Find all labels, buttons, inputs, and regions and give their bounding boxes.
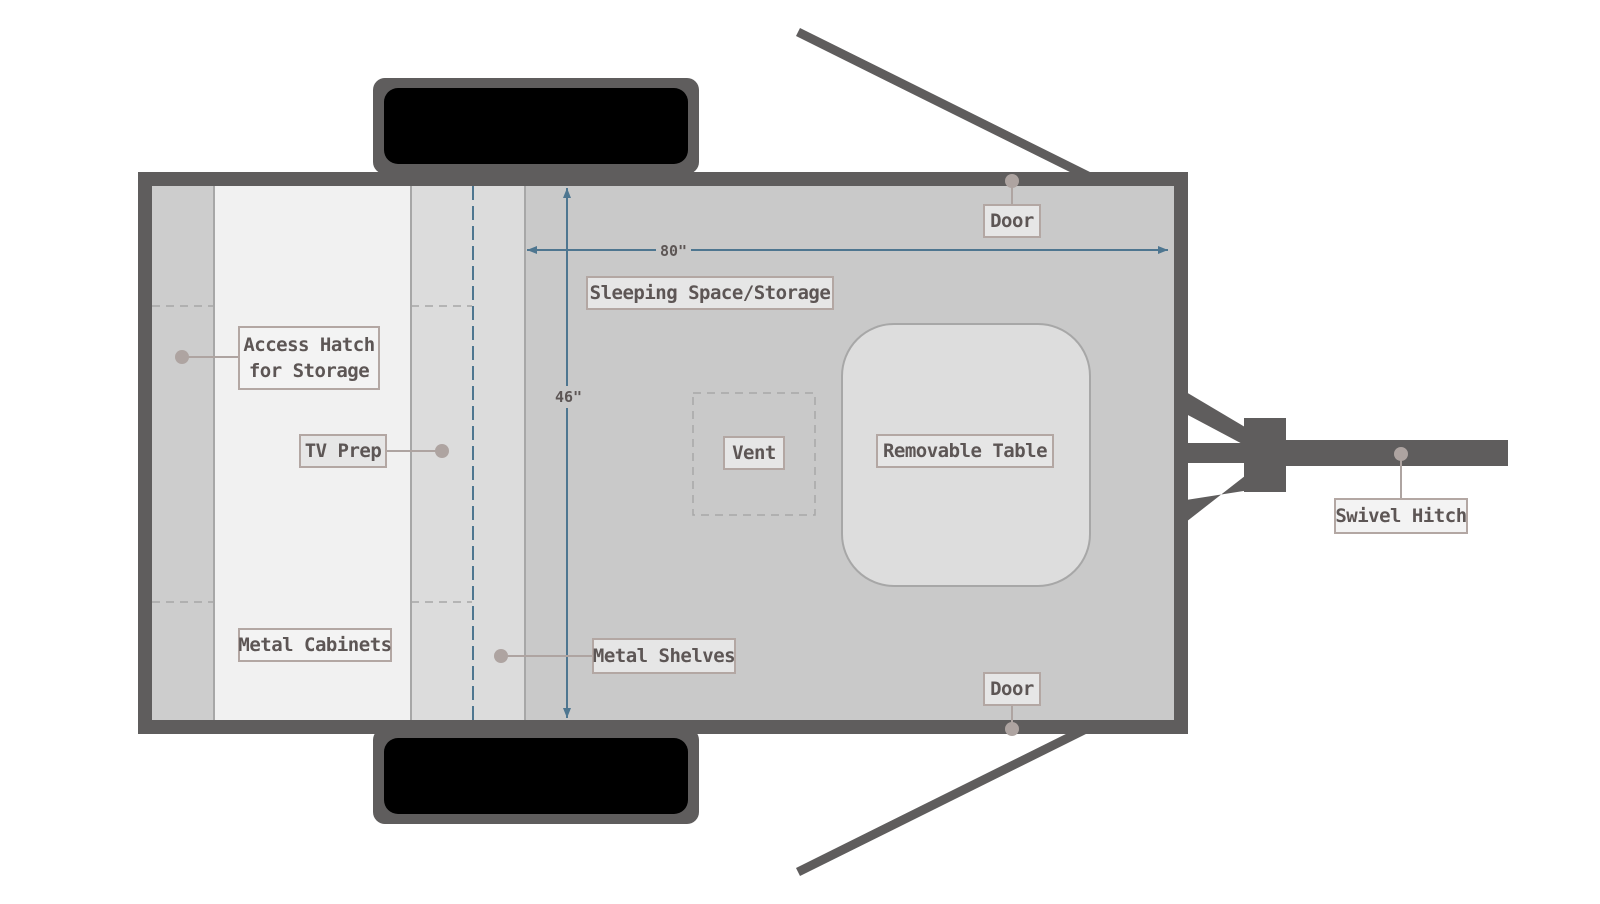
dimension-length-label: 80" [656, 242, 692, 260]
tongue-arm-top [1186, 392, 1250, 448]
tv-prep-label: TV Prep [299, 434, 387, 468]
tire-bottom [384, 738, 688, 814]
door-bottom-swing-line [795, 721, 1095, 877]
metal-shelves-label: Metal Shelves [592, 638, 736, 674]
hitch-bar [1280, 440, 1508, 466]
vent-outline [692, 392, 816, 516]
pin-metal-shelves [494, 649, 508, 663]
swivel-hitch-label: Swivel Hitch [1334, 498, 1468, 534]
access-hatch-label-line2: for Storage [248, 360, 370, 382]
pin-door-bottom [1005, 722, 1019, 736]
access-hatch-label: Access Hatch for Storage [238, 326, 380, 390]
dimension-width-label: 46" [554, 386, 584, 408]
door-bottom-label: Door [983, 672, 1041, 706]
dimension-arrow-46-bottom [563, 708, 571, 718]
pin-tv-prep [435, 444, 449, 458]
tongue-arm-bottom [1186, 472, 1250, 522]
door-top-label: Door [983, 204, 1041, 238]
pin-access-hatch [175, 350, 189, 364]
sleeping-space-label: Sleeping Space/Storage [586, 276, 834, 310]
tire-top [384, 88, 688, 164]
hitch-coupler [1244, 418, 1286, 492]
removable-table-label: Removable Table [876, 434, 1054, 468]
dimension-arrow-46-top [563, 188, 571, 198]
dimension-arrow-80-right [1158, 246, 1168, 254]
dimension-arrow-80-left [527, 246, 537, 254]
access-hatch-label-line1: Access Hatch [243, 334, 375, 356]
tongue-crossbar [1186, 443, 1256, 463]
door-top-swing-line [795, 27, 1095, 183]
rear-strip [152, 186, 214, 720]
metal-cabinets-label: Metal Cabinets [238, 628, 392, 662]
pin-door-top [1005, 174, 1019, 188]
pin-swivel-hitch [1394, 447, 1408, 461]
vent-label: Vent [723, 436, 785, 470]
metal-shelves-zone [411, 186, 525, 720]
